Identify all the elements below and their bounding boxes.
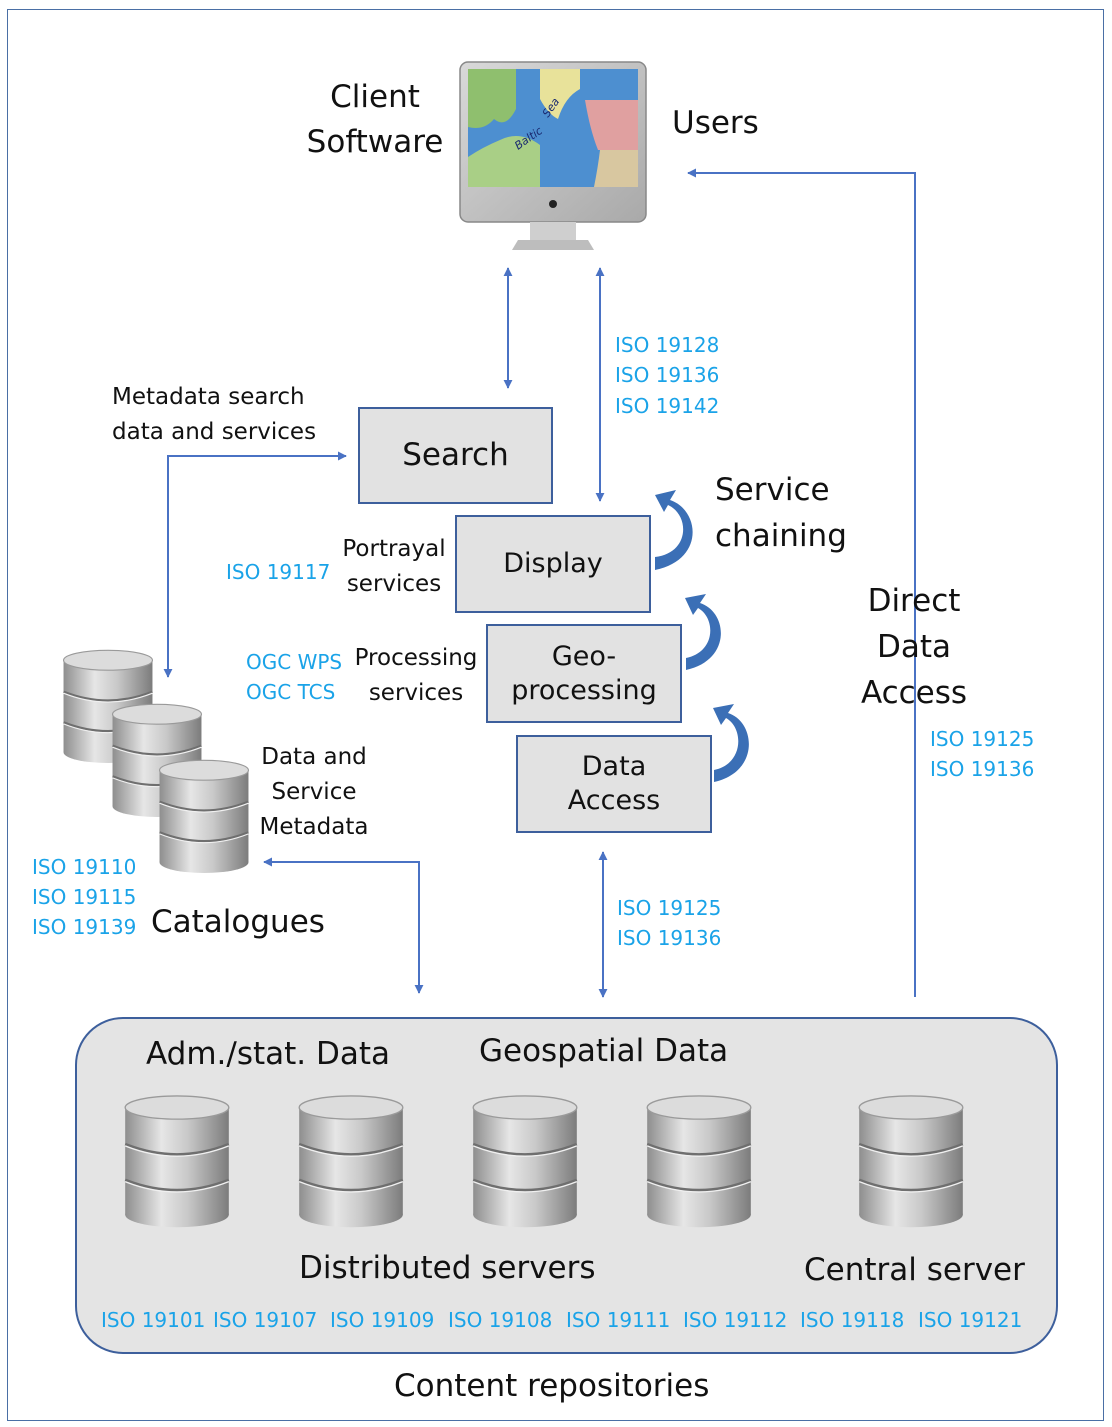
- iso-data-access-1: ISO 19125: [617, 896, 722, 920]
- iso-repo-8: ISO 19121: [918, 1308, 1023, 1332]
- processing-label-line1: Processing: [354, 645, 478, 671]
- portrayal-label-line2: services: [346, 571, 442, 597]
- iso-repo-4: ISO 19108: [448, 1308, 553, 1332]
- iso-repo-2: ISO 19107: [213, 1308, 318, 1332]
- dsm-label-line2: Service: [271, 779, 357, 805]
- chain-arrow-geoprocessing: [685, 594, 721, 670]
- iso-client-display-3: ISO 19142: [615, 394, 720, 418]
- direct-data-access-line1: Direct: [867, 583, 961, 619]
- client-label-line1: Client: [330, 79, 420, 115]
- geoprocessing-box-label-line1: Geo-: [551, 640, 617, 672]
- display-box-label: Display: [503, 548, 603, 580]
- diagram-frame: [7, 9, 1104, 1421]
- dsm-label-line3: Metadata: [259, 814, 369, 840]
- repo-db-icon-4: [645, 1095, 753, 1229]
- chain-arrow-display: [655, 490, 693, 570]
- service-chaining-arrows: [655, 490, 749, 782]
- iso-direct-2: ISO 19136: [930, 757, 1035, 781]
- service-chaining-label-line2: chaining: [715, 518, 847, 554]
- repo-db-icon-2: [297, 1095, 405, 1229]
- repo-db-icon-3: [471, 1095, 579, 1229]
- iso-processing-2: OGC TCS: [246, 680, 336, 704]
- iso-catalogues-1: ISO 19110: [32, 855, 137, 879]
- arrow-metadata-search: [163, 451, 347, 678]
- repo-db-icon-5: [857, 1095, 965, 1229]
- search-box: Search: [358, 407, 553, 504]
- distributed-servers-label: Distributed servers: [299, 1250, 596, 1286]
- dsm-label-line1: Data and: [261, 744, 367, 770]
- adm-stat-data-label: Adm./stat. Data: [146, 1036, 391, 1072]
- service-chaining-label-line1: Service: [715, 472, 830, 508]
- iso-direct-1: ISO 19125: [930, 727, 1035, 751]
- arrows: [163, 168, 916, 998]
- iso-client-display-1: ISO 19128: [615, 333, 720, 357]
- monitor-icon: Baltic Sea: [459, 61, 647, 250]
- apple-logo-icon: [549, 200, 557, 208]
- processing-label-line2: services: [368, 680, 464, 706]
- iso-catalogues-3: ISO 19139: [32, 915, 137, 939]
- arrow-catalogue-repository: [263, 857, 424, 994]
- geoprocessing-box-label-line2: processing: [511, 674, 657, 706]
- iso-repo-5: ISO 19111: [566, 1308, 671, 1332]
- data-access-box-label-line2: Access: [567, 785, 661, 816]
- data-access-box-label-line1: Data: [581, 751, 647, 783]
- iso-processing-1: OGC WPS: [246, 650, 343, 674]
- chain-arrow-data-access: [713, 704, 749, 782]
- metadata-search-label-line2: data and services: [112, 419, 317, 445]
- content-repositories-caption: Content repositories: [394, 1368, 710, 1404]
- display-box: Display: [455, 515, 651, 613]
- portrayal-label-line1: Portrayal: [342, 536, 446, 562]
- repo-db-icon-1: [123, 1095, 231, 1229]
- direct-data-access-line2: Data: [876, 629, 952, 665]
- iso-repo-1: ISO 19101: [101, 1308, 206, 1332]
- metadata-search-label-line1: Metadata search: [112, 384, 305, 410]
- search-box-label: Search: [402, 437, 509, 474]
- client-label-line2: Software: [306, 124, 444, 160]
- iso-catalogues-2: ISO 19115: [32, 885, 137, 909]
- iso-portrayal: ISO 19117: [226, 560, 331, 584]
- catalogues-label: Catalogues: [151, 904, 325, 940]
- iso-repo-3: ISO 19109: [330, 1308, 435, 1332]
- users-label: Users: [672, 105, 759, 141]
- arrow-direct-data-access: [687, 168, 916, 997]
- central-server-label: Central server: [804, 1252, 1025, 1288]
- iso-data-access-2: ISO 19136: [617, 926, 722, 950]
- iso-repo-6: ISO 19112: [683, 1308, 788, 1332]
- iso-client-display-2: ISO 19136: [615, 363, 720, 387]
- direct-data-access-line3: Access: [860, 675, 968, 711]
- iso-repo-7: ISO 19118: [800, 1308, 905, 1332]
- data-access-box: Data Access: [516, 735, 712, 833]
- geospatial-data-label: Geospatial Data: [479, 1033, 729, 1069]
- geoprocessing-box: Geo- processing: [486, 624, 682, 723]
